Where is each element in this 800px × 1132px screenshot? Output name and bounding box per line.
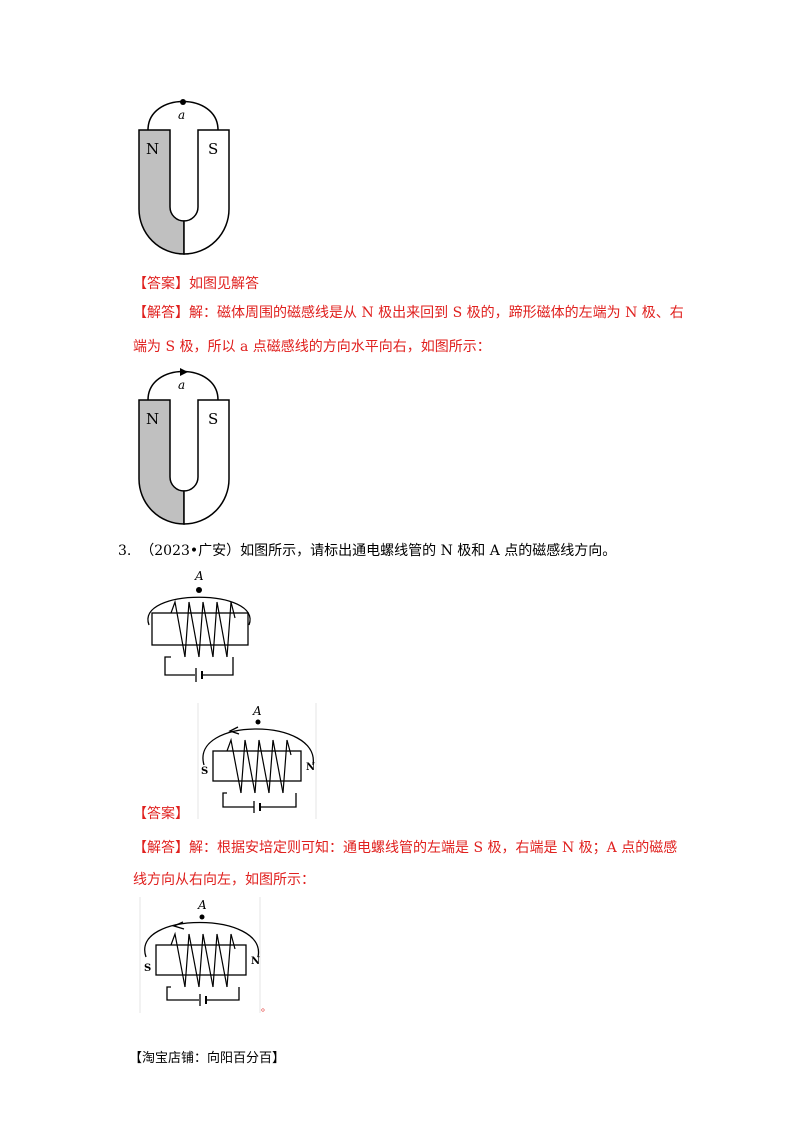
north-arm: [138, 129, 185, 255]
north-arm: [138, 399, 185, 525]
circuit-wire: [222, 792, 297, 808]
solenoid-coil: [170, 599, 236, 658]
south-arm: [183, 399, 230, 525]
answer-tag: 【答案】: [133, 276, 189, 292]
magnet-figure-answer: a N S: [138, 368, 230, 525]
north-pole-label: N: [306, 762, 315, 773]
solenoid-figure-solution: A S N: [139, 897, 261, 1013]
point-a-dot: [196, 587, 202, 593]
south-label: S: [208, 410, 218, 428]
end-mark: 。: [261, 1003, 271, 1014]
solenoid-coil: [170, 931, 236, 988]
magnet-figure-question: a N S: [138, 99, 230, 255]
circuit-wire: [164, 656, 234, 676]
point-a-dot: [255, 719, 261, 725]
answer-3-tag: 【答案】: [133, 806, 189, 822]
solution-1-line-2: 端为 S 极，所以 a 点磁感线的方向水平向右，如图所示：: [133, 339, 491, 355]
question-text: （2023•广安）如图所示，请标出通电螺线管的 N 极和 A 点的磁感线方向。: [140, 543, 617, 559]
solenoid-figure-question: A: [147, 569, 251, 682]
south-pole-label: S: [144, 963, 151, 974]
solution-text: 解：根据安培定则可知：通电螺线管的左端是 S 极，右端是 N 极；A 点的磁感: [189, 840, 678, 856]
solution-1-line-1: 【解答】解：磁体周围的磁感线是从 N 极出来回到 S 极的，蹄形磁体的左端为 N…: [133, 303, 684, 323]
solution-3-line-2: 线方向从右向左，如图所示：: [133, 872, 315, 888]
solution-tag: 【解答】: [133, 305, 189, 321]
south-arm: [183, 129, 230, 255]
solution-text: 解：磁体周围的磁感线是从 N 极出来回到 S 极的，蹄形磁体的左端为 N 极、右: [189, 305, 684, 321]
south-label: S: [208, 140, 218, 158]
question-number: 3.: [118, 543, 132, 559]
south-pole-label: S: [201, 766, 208, 777]
point-a-label: A: [197, 898, 207, 912]
direction-arrow-left-icon: [172, 921, 185, 930]
field-line-arc: [144, 921, 259, 958]
footer-shop-name: 【淘宝店铺：向阳百分百】: [129, 1051, 286, 1066]
point-a-label: a: [178, 378, 185, 392]
point-a-label: A: [194, 569, 204, 583]
field-line-arc: [202, 728, 314, 766]
point-a-label: a: [178, 108, 185, 122]
answer-text: 如图见解答: [189, 276, 259, 292]
answer-1: 【答案】如图见解答: [133, 274, 259, 294]
direction-arrow-left-icon: [228, 726, 240, 735]
point-a-dot: [199, 914, 205, 920]
circuit-wire: [166, 986, 240, 1001]
north-pole-label: N: [251, 956, 260, 967]
point-a-label: A: [252, 704, 262, 718]
north-label: N: [146, 140, 159, 158]
question-3: 3. （2023•广安）如图所示，请标出通电螺线管的 N 极和 A 点的磁感线方…: [118, 541, 616, 561]
direction-arrow-right-icon: [180, 368, 188, 376]
solution-tag: 【解答】: [133, 840, 189, 856]
north-label: N: [146, 410, 159, 428]
solution-3-line-1: 【解答】解：根据安培定则可知：通电螺线管的左端是 S 极，右端是 N 极；A 点…: [133, 838, 677, 858]
solenoid-coil: [226, 737, 292, 794]
solenoid-figure-answer: A S N: [197, 703, 317, 819]
point-a-dot: [180, 99, 186, 105]
